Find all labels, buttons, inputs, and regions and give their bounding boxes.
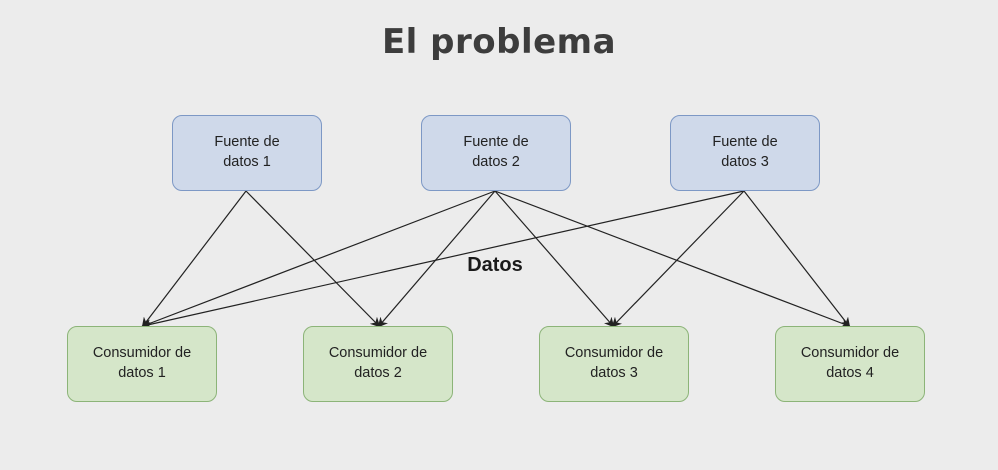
edge-s2-to-c3 — [494, 190, 615, 328]
edge-s2-to-c1 — [141, 190, 496, 328]
source-node-1: Fuente de datos 1 — [172, 115, 322, 191]
edge-s1-to-c2 — [245, 190, 381, 328]
edge-s1-to-c1 — [141, 190, 247, 328]
consumer-node-1: Consumidor de datos 1 — [67, 326, 217, 402]
edge-s2-to-c2 — [377, 190, 496, 328]
edge-label-datos: Datos — [467, 254, 523, 276]
slide-title: El problema — [381, 22, 617, 62]
consumer-node-4: Consumidor de datos 4 — [775, 326, 925, 402]
edge-s3-to-c1 — [141, 190, 745, 330]
consumer-node-2: Consumidor de datos 2 — [303, 326, 453, 402]
source-node-3: Fuente de datos 3 — [670, 115, 820, 191]
consumer-node-3: Consumidor de datos 3 — [539, 326, 689, 402]
edge-s2-to-c4 — [494, 190, 851, 328]
source-node-2: Fuente de datos 2 — [421, 115, 571, 191]
edge-s3-to-c3 — [611, 190, 745, 328]
edge-s3-to-c4 — [743, 190, 851, 328]
